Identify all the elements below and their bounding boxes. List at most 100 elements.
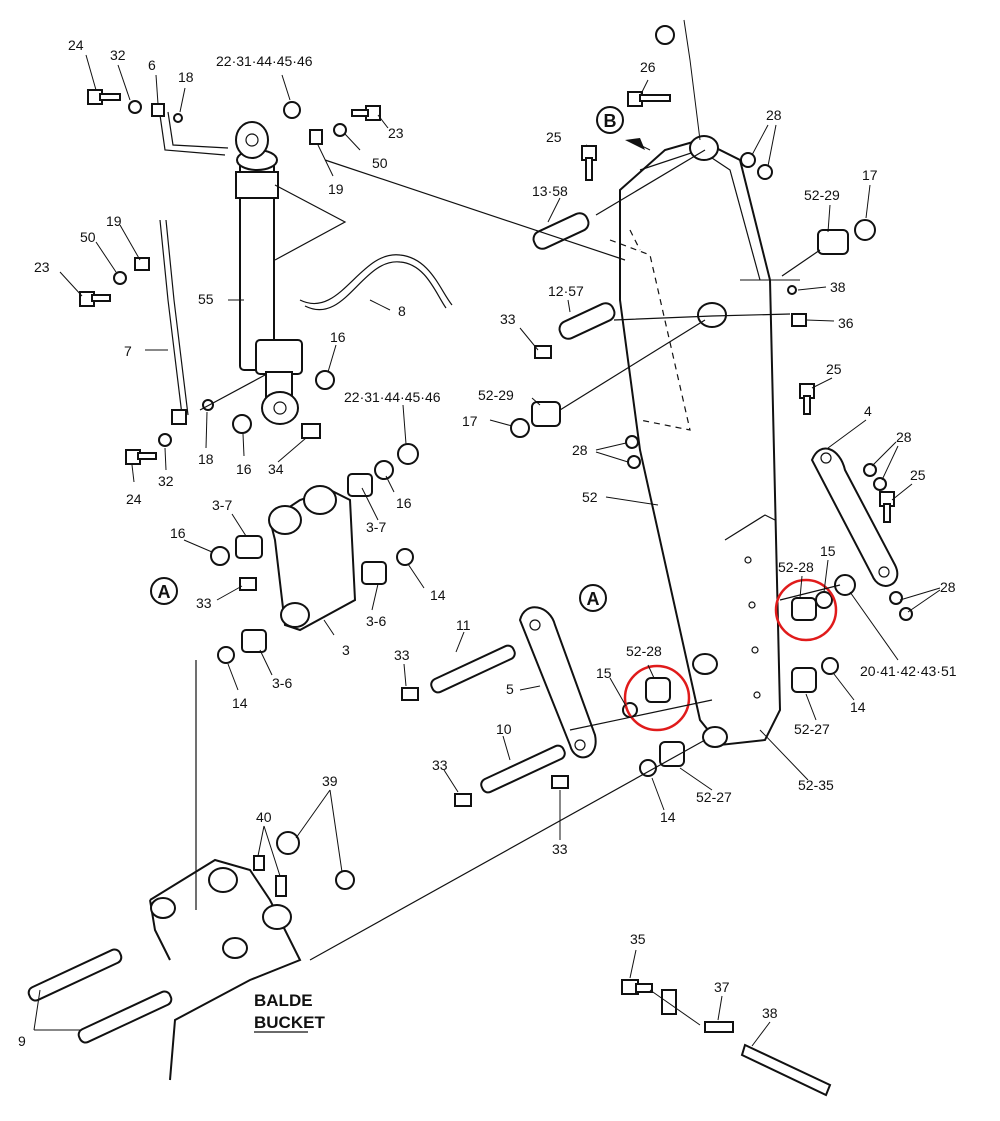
label-19b: 19 xyxy=(106,213,122,229)
washer-17b xyxy=(854,219,876,241)
washer-32b xyxy=(158,433,172,447)
washer-22a xyxy=(283,101,301,119)
nut-28d-1 xyxy=(889,591,903,605)
washer-15a xyxy=(815,591,833,609)
highlight-5228-left xyxy=(623,664,691,732)
label-4: 4 xyxy=(864,403,872,419)
clamp-19a xyxy=(309,129,323,145)
arm-boss-link xyxy=(692,653,718,675)
arm-assembly xyxy=(401,25,913,807)
pipe-6 xyxy=(159,111,229,156)
arm-top-edge xyxy=(639,149,761,281)
pin-11 xyxy=(430,644,516,694)
cylinder-head-eye xyxy=(235,121,269,159)
label-8: 8 xyxy=(398,303,406,319)
label-24b: 24 xyxy=(126,491,142,507)
washer-50b xyxy=(113,271,127,285)
bush-36b xyxy=(241,629,267,653)
bolt-25c xyxy=(879,491,895,523)
head-eye-bore xyxy=(245,133,259,147)
label-33e: 33 xyxy=(552,841,568,857)
bolt-24a xyxy=(87,89,121,105)
label-23b: 23 xyxy=(34,259,50,275)
fitting-35-stem xyxy=(635,983,653,993)
grease-33b xyxy=(534,345,552,359)
link-3-eye-bottom xyxy=(280,602,310,628)
hidden-line-b xyxy=(629,229,641,251)
oring-18a xyxy=(173,113,183,123)
label-36: 36 xyxy=(838,315,854,331)
label-32a: 32 xyxy=(110,47,126,63)
label-5229a: 52-29 xyxy=(804,187,840,203)
part-labels: 24 32 6 18 22·31·44·45·46 23 50 19 19 50… xyxy=(18,37,957,1049)
link-5-eye-a xyxy=(529,619,541,631)
bush-5227a xyxy=(791,667,817,693)
callout-circle-icon-a-left: A xyxy=(150,577,178,605)
bolt-24b xyxy=(125,449,157,465)
grease-34 xyxy=(301,423,321,439)
label-36b: 3-6 xyxy=(272,675,292,691)
label-36a: 3-6 xyxy=(366,613,386,629)
bush-37b xyxy=(347,473,373,497)
hose-8 xyxy=(299,254,453,306)
link-4-eye-a xyxy=(820,452,832,464)
hidden-line-a xyxy=(609,239,691,431)
bucket-boss-d xyxy=(222,937,248,959)
callout-circle-icon-b: B xyxy=(596,106,624,134)
clamp-19b xyxy=(134,257,150,271)
hose-8-inner xyxy=(304,261,447,311)
bush-5228b xyxy=(645,677,671,703)
label-37: 37 xyxy=(714,979,730,995)
callout-b: B xyxy=(604,111,617,131)
washer-14d xyxy=(639,759,657,777)
callout-a-left: A xyxy=(158,582,171,602)
label-35: 35 xyxy=(630,931,646,947)
nut-28c-1 xyxy=(863,463,877,477)
label-26: 26 xyxy=(640,59,656,75)
label-11: 11 xyxy=(456,617,471,633)
link-3-eye-top-b xyxy=(303,485,337,515)
label-1358: 13·58 xyxy=(532,183,568,199)
pipe-38 xyxy=(740,1043,832,1097)
label-28c: 28 xyxy=(896,429,912,445)
nut-28c-2 xyxy=(873,477,887,491)
label-5235: 52-35 xyxy=(798,777,834,793)
label-28b: 28 xyxy=(572,442,588,458)
arm-hole-4 xyxy=(753,691,761,699)
bush-5229b xyxy=(817,229,849,255)
washer-16a xyxy=(315,370,335,390)
label-19a: 19 xyxy=(328,181,344,197)
grease-33a xyxy=(239,577,257,591)
arm-hole-1 xyxy=(744,556,752,564)
label-38b: 38 xyxy=(762,1005,778,1021)
bucket-boss-c xyxy=(150,897,176,919)
grease-33e xyxy=(551,775,569,789)
cylinder-assembly xyxy=(79,89,453,465)
label-40: 40 xyxy=(256,809,272,825)
label-50b: 50 xyxy=(80,229,96,245)
label-33a: 33 xyxy=(196,595,212,611)
callout-circle-icon-a-right: A xyxy=(579,584,607,612)
washer-top xyxy=(655,25,675,45)
washer-50a xyxy=(333,123,347,137)
label-55: 55 xyxy=(198,291,214,307)
washer-2041 xyxy=(834,574,856,596)
arm-boss-top xyxy=(689,135,719,161)
label-50a: 50 xyxy=(372,155,388,171)
washer-16d xyxy=(374,460,394,480)
bucket-boss-a xyxy=(208,867,238,893)
label-7: 7 xyxy=(124,343,132,359)
label-16c: 16 xyxy=(170,525,186,541)
label-17a: 17 xyxy=(862,167,878,183)
label-22a: 22·31·44·45·46 xyxy=(216,53,313,69)
cylinder-clamp xyxy=(235,171,279,199)
grease-33c xyxy=(401,687,419,701)
label-16b: 16 xyxy=(236,461,252,477)
label-15b: 15 xyxy=(596,665,612,681)
label-17b: 17 xyxy=(462,413,478,429)
bush-37a xyxy=(235,535,263,559)
link-3-eye-top-a xyxy=(268,505,302,535)
arm-boss-mid xyxy=(697,302,727,328)
washer-16b xyxy=(232,414,252,434)
